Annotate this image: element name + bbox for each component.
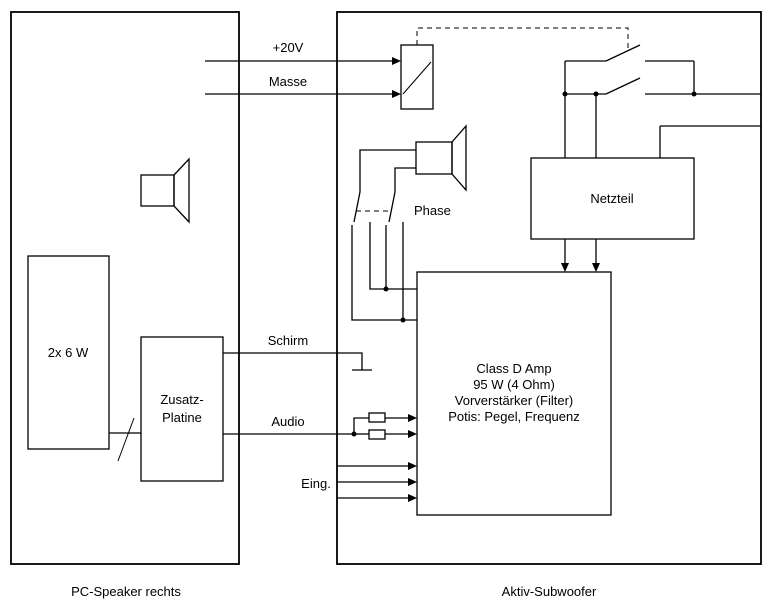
pc-speaker-caption: PC-Speaker rechts [71, 584, 181, 599]
schirm-label: Schirm [268, 333, 308, 348]
relay-switch-link [416, 27, 629, 50]
amp-line-2: 95 W (4 Ohm) [473, 377, 555, 392]
plus20v-label: +20V [273, 40, 304, 55]
zusatz-label-line1: Zusatz- [160, 392, 203, 407]
masse-label: Masse [269, 74, 307, 89]
audio-label: Audio [271, 414, 304, 429]
schirm-line [223, 352, 363, 370]
zusatz-label-line2: Platine [162, 410, 202, 425]
netzteil-block [530, 157, 695, 240]
amp-line-4: Potis: Pegel, Frequenz [448, 409, 580, 424]
amp-line-3: Vorverstärker (Filter) [455, 393, 573, 408]
netzteil-label: Netzteil [590, 191, 633, 206]
pc-speaker-frame [10, 11, 240, 565]
zusatz-platine-block [140, 336, 224, 482]
eing-inputs [337, 462, 417, 502]
bus-slash-mark [117, 417, 135, 462]
amp-2x6w-label: 2x 6 W [48, 345, 89, 360]
class-d-amp-block [416, 271, 612, 516]
subwoofer-caption: Aktiv-Subwoofer [502, 584, 597, 599]
mains-switch [562, 44, 761, 158]
eing-label: Eing. [301, 476, 331, 491]
subwoofer-frame [336, 11, 762, 565]
phase-label: Phase [414, 203, 451, 218]
phase-switch [351, 149, 417, 323]
relay-block [400, 44, 434, 110]
amp-2x6w-block [27, 255, 110, 450]
subwoofer-speaker-icon [415, 124, 467, 192]
speaker-icon-left [140, 157, 190, 224]
audio-input-path [223, 412, 417, 440]
amp-line-1: Class D Amp [476, 361, 551, 376]
